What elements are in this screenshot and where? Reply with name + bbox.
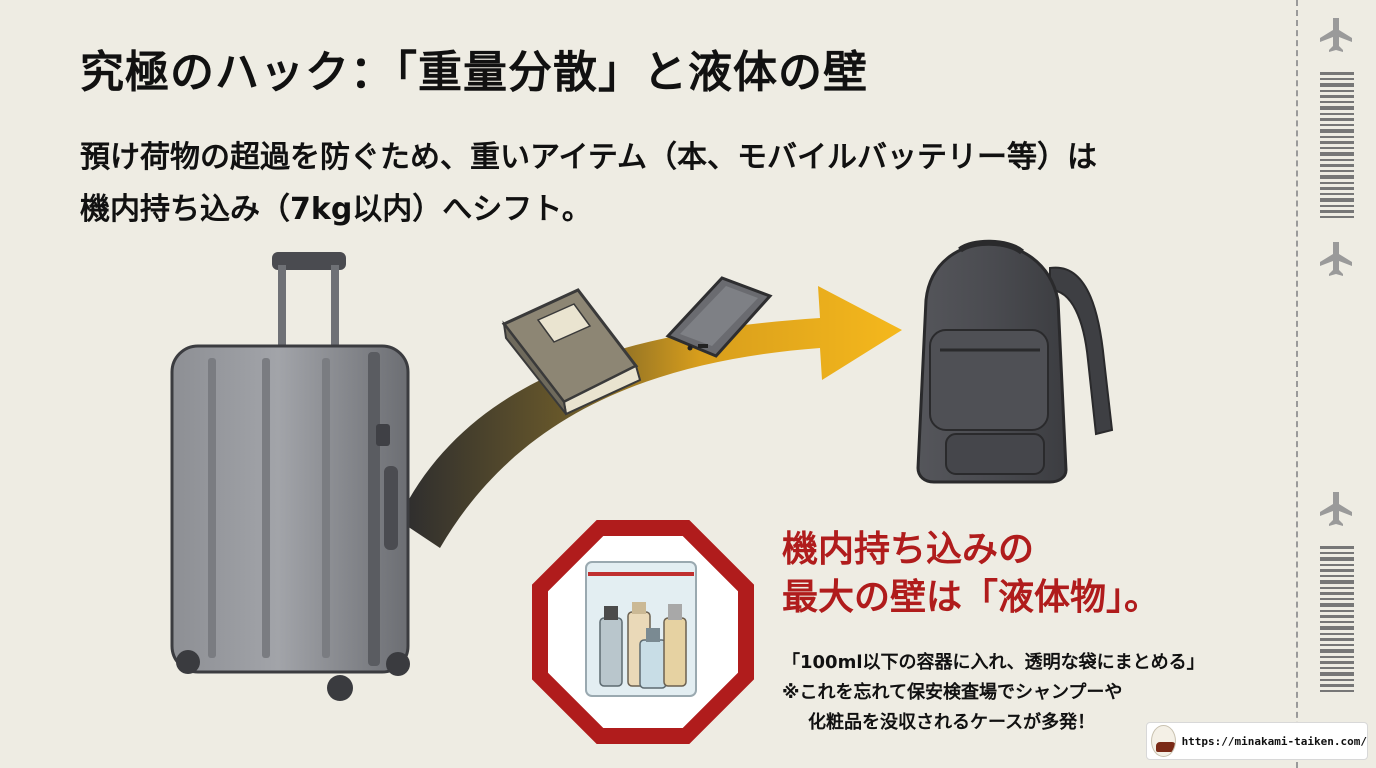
page-title: 究極のハック：「重量分散」と液体の壁	[80, 47, 868, 98]
book-icon	[501, 288, 642, 416]
liquid-warning-heading: 機内持ち込みの 最大の壁は「液体物」。	[782, 526, 1160, 622]
liquid-warning-note: 「100ml以下の容器に入れ、透明な袋にまとめる」 ※これを忘れて保安検査場でシ…	[782, 648, 1205, 738]
source-url[interactable]: https://minakami-taiken.com/	[1181, 734, 1367, 748]
suitcase-icon	[170, 252, 410, 701]
warning-heading-line-1: 機内持ち込みの	[782, 529, 1035, 570]
power-bank-icon	[665, 276, 773, 358]
airplane-icon	[1320, 242, 1352, 276]
subtitle-line-2: 機内持ち込み（7kg以内）へシフト。	[80, 192, 592, 227]
site-logo-icon	[1151, 725, 1176, 757]
subtitle: 預け荷物の超過を防ぐため、重いアイテム（本、モバイルバッテリー等）は 機内持ち込…	[80, 132, 1250, 236]
ticket-perforation	[1296, 0, 1298, 768]
airplane-icon	[1320, 492, 1352, 526]
warning-heading-line-2: 最大の壁は「液体物」。	[782, 577, 1161, 618]
liquid-bag-icon	[585, 561, 697, 697]
warning-note-line-3: 化粧品を没収されるケースが多発！	[808, 712, 1096, 733]
subtitle-line-1: 預け荷物の超過を防ぐため、重いアイテム（本、モバイルバッテリー等）は	[80, 140, 1097, 175]
warning-note-line-2: ※これを忘れて保安検査場でシャンプーや	[782, 682, 1123, 703]
backpack-icon	[916, 239, 1114, 484]
warning-note-line-1: 「100ml以下の容器に入れ、透明な袋にまとめる」	[782, 652, 1205, 673]
source-url-badge[interactable]: https://minakami-taiken.com/	[1146, 722, 1368, 760]
transfer-arrow	[398, 286, 902, 548]
airplane-icon	[1320, 18, 1352, 52]
barcode-icon	[1320, 72, 1354, 218]
barcode-icon	[1320, 546, 1354, 692]
